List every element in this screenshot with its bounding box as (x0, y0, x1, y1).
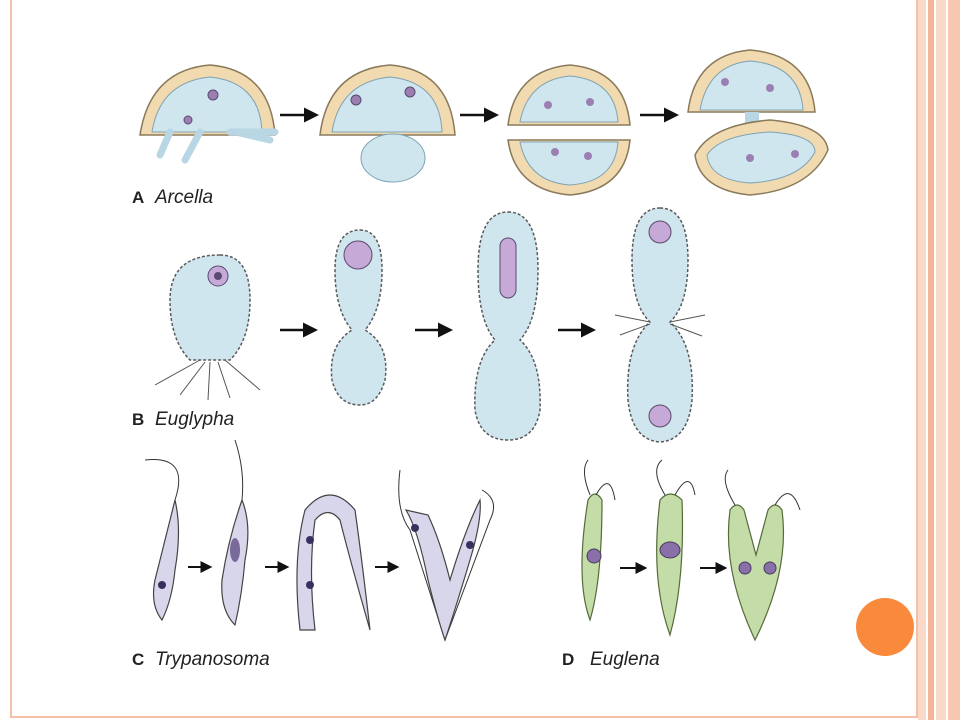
panel-b-euglypha: B Euglypha (132, 207, 706, 443)
panel-a-letter: A (132, 188, 144, 207)
panel-a-name: Arcella (154, 187, 213, 208)
panel-d-letter: D (562, 650, 574, 669)
trypanosoma-stage-4 (398, 469, 495, 642)
side-stripes (918, 0, 960, 720)
stripe-4 (948, 0, 960, 720)
stripe-1 (918, 0, 926, 720)
arcella-stage-4 (687, 49, 829, 196)
euglypha-stage-4 (614, 207, 706, 443)
panel-a-arcella: A Arcella (132, 49, 829, 208)
euglena-stage-2 (656, 459, 696, 637)
euglypha-stage-3 (474, 211, 541, 441)
arcella-stage-2 (319, 64, 456, 183)
panel-c-name: Trypanosoma (155, 649, 270, 670)
panel-d-euglena: D Euglena (562, 459, 801, 670)
protozoa-division-figure: A Arcella B Euglypha (132, 49, 829, 670)
stripe-3 (936, 0, 946, 720)
trypanosoma-stage-2 (221, 439, 249, 627)
euglypha-stage-1 (154, 254, 261, 401)
trypanosoma-stage-3 (296, 494, 371, 631)
euglypha-stage-2 (330, 229, 387, 406)
arcella-stage-3 (507, 64, 631, 196)
stripe-2 (928, 0, 934, 720)
panel-c-letter: C (132, 650, 144, 669)
euglena-stage-1 (581, 459, 616, 622)
euglena-stage-3 (724, 469, 801, 642)
panel-b-name: Euglypha (155, 409, 234, 430)
trypanosoma-stage-1 (144, 459, 180, 622)
arcella-stage-1 (139, 64, 279, 164)
panel-b-letter: B (132, 410, 144, 429)
slide-border (10, 0, 918, 718)
panel-c-trypanosoma: C Trypanosoma (132, 439, 495, 670)
decorative-bullet-circle (856, 598, 914, 656)
panel-d-name: Euglena (590, 649, 660, 670)
